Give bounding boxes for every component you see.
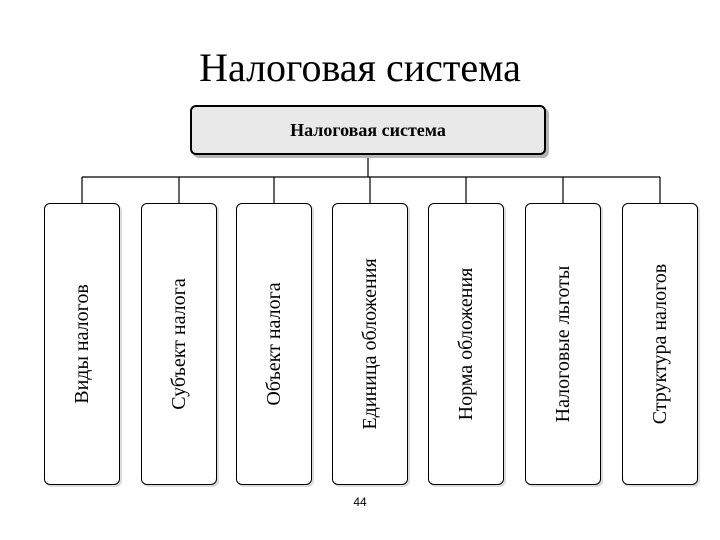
branch-node: Структура налогов — [622, 203, 698, 485]
branch-label: Единица обложения — [359, 258, 381, 430]
branch-label: Налоговые льготы — [552, 265, 574, 423]
branch-node: Объект налога — [236, 203, 312, 485]
page-number: 44 — [353, 495, 367, 509]
branch-node: Виды налогов — [44, 203, 120, 485]
branch-node: Единица обложения — [332, 203, 408, 485]
branch-node: Субъект налога — [141, 203, 217, 485]
branch-label: Субъект налога — [168, 278, 190, 410]
root-node: Налоговая система — [190, 105, 546, 155]
branch-label: Норма обложения — [455, 267, 477, 421]
root-node-label: Налоговая система — [290, 119, 446, 140]
branch-label: Структура налогов — [649, 263, 671, 425]
branch-label: Виды налогов — [71, 284, 93, 404]
branch-node: Норма обложения — [428, 203, 504, 485]
slide-title: Налоговая система — [199, 45, 521, 90]
branch-node: Налоговые льготы — [525, 203, 601, 485]
branch-label: Объект налога — [263, 282, 285, 406]
